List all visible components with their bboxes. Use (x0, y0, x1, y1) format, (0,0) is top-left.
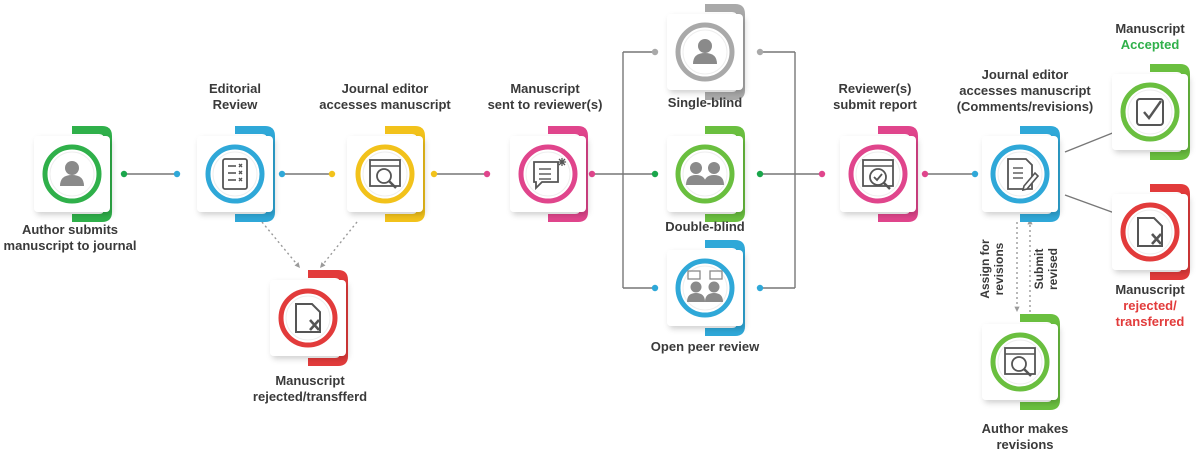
dot-author-out (120, 170, 128, 178)
node-sent-to-reviewers (510, 126, 588, 222)
dot-report-out (921, 170, 929, 178)
connector-editor-rejected (1064, 194, 1121, 216)
node-double-blind (667, 126, 745, 222)
label-double-blind: Double-blind (665, 219, 745, 234)
dot-single-in (651, 48, 659, 56)
connectors (120, 48, 1121, 312)
dot-editor-out (430, 170, 438, 178)
connector-editor-accepted (1064, 129, 1121, 153)
report-check-icon (862, 159, 894, 190)
person-icon (60, 161, 84, 186)
node-editor-accesses (347, 126, 425, 222)
checkbox-icon (1136, 98, 1164, 126)
dashed-editorial-reject (261, 221, 301, 269)
person-icon (693, 39, 717, 64)
dot-open-out (756, 284, 764, 292)
dot-double-in (651, 170, 659, 178)
dot-double-out (756, 170, 764, 178)
node-rejected-right (1112, 184, 1190, 280)
arrow-editor-reject (320, 262, 326, 268)
dot-editor-comments-in (971, 170, 979, 178)
node-editor-comments (982, 126, 1060, 222)
reject-icon (295, 303, 321, 333)
arrow-assign-revisions (1014, 306, 1020, 312)
label-open-peer-review: Open peer review (650, 339, 760, 354)
edit-document-icon (1007, 158, 1040, 192)
dot-report-in (818, 170, 826, 178)
node-author-submits (34, 126, 112, 222)
label-submit-report: Reviewer(s)submit report (833, 81, 917, 112)
reject-icon (1137, 217, 1163, 247)
two-people-chat-icon (687, 270, 723, 302)
node-open-peer-review (667, 240, 745, 336)
speech-bubble-icon (533, 158, 566, 191)
dot-open-in (651, 284, 659, 292)
dashed-editor-reject (319, 221, 358, 269)
dot-reviewers-out (588, 170, 596, 178)
dot-editorial-out (278, 170, 286, 178)
node-single-blind (667, 4, 745, 100)
node-submit-report (840, 126, 918, 222)
node-editorial-review (197, 126, 275, 222)
checklist-icon (222, 158, 248, 190)
node-author-revisions (982, 314, 1060, 410)
two-people-icon (686, 162, 724, 185)
magnify-document-icon (369, 159, 401, 189)
dot-editorial-in (173, 170, 181, 178)
label-single-blind: Single-blind (667, 95, 743, 110)
cards (34, 4, 1190, 410)
dot-single-out (756, 48, 764, 56)
node-rejected-bottom (270, 270, 348, 366)
dot-reviewers-in (483, 170, 491, 178)
node-accepted (1112, 64, 1190, 160)
magnify-document-icon (1004, 347, 1036, 377)
dot-editor-in (328, 170, 336, 178)
arrow-editorial-reject (294, 262, 300, 268)
